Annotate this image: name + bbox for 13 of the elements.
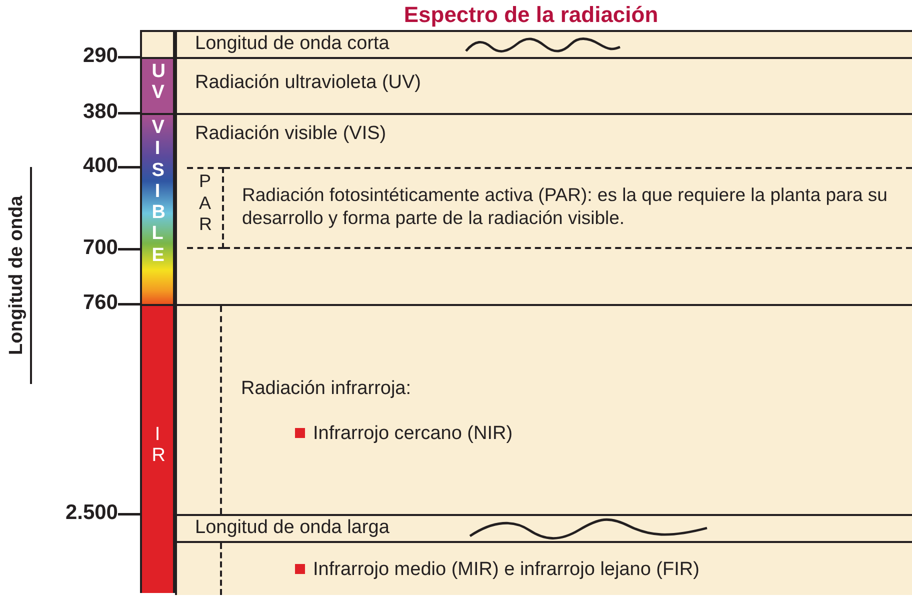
list-item: Infrarrojo cercano (NIR) [313,423,513,444]
bar-letters: UV [152,61,164,104]
band-label: Longitud de onda corta [195,33,390,55]
band-label: Radiación visible (VIS) [195,123,386,145]
description-text: Radiación fotosintéticamente activa (PAR): es la que requiere la planta para su desarrollo y forma parte de la radiación visible. [242,183,888,230]
title: Espectro de la radiación [402,2,660,28]
list-item: Infrarrojo medio (MIR) e infrarrojo lejano (FIR) [313,559,700,580]
band-label: Radiación infrarroja: [241,378,412,400]
bar-letters: IR [152,424,164,467]
bar-letters: VISIBLE [152,117,164,266]
band-label: Longitud de onda larga [195,517,390,539]
band-label: Radiación ultravioleta (UV) [195,72,421,94]
par-letters: PAR [199,171,210,236]
